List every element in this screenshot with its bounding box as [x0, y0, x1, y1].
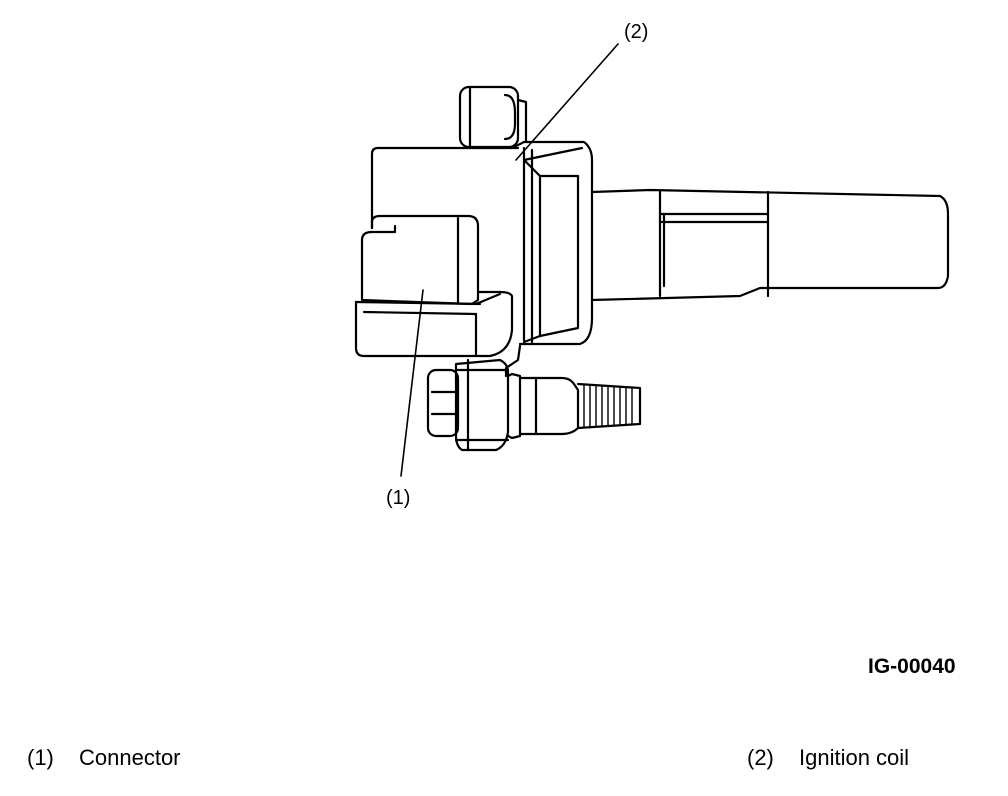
- legend-item-ignition-coil: (2) Ignition coil: [747, 745, 909, 771]
- callout-2-label: (2): [624, 21, 648, 43]
- spark-plug-threads: [583, 384, 633, 428]
- mounting-boss: [458, 85, 528, 149]
- callout-1-leader: [400, 289, 424, 477]
- legend-label: Connector: [79, 745, 181, 770]
- legend-label: Ignition coil: [799, 745, 910, 770]
- connector: [354, 214, 514, 358]
- callout-1-label: (1): [386, 487, 410, 509]
- callout-2-leader: [515, 43, 619, 161]
- ignition-coil-boot: [590, 188, 950, 302]
- legend-item-connector: (1) Connector: [27, 745, 181, 771]
- figure-id: IG-00040: [868, 655, 956, 678]
- ignition-coil-body: [370, 140, 594, 346]
- legend-number: (2): [747, 745, 774, 770]
- spark-plug: [426, 344, 642, 452]
- legend-number: (1): [27, 745, 54, 770]
